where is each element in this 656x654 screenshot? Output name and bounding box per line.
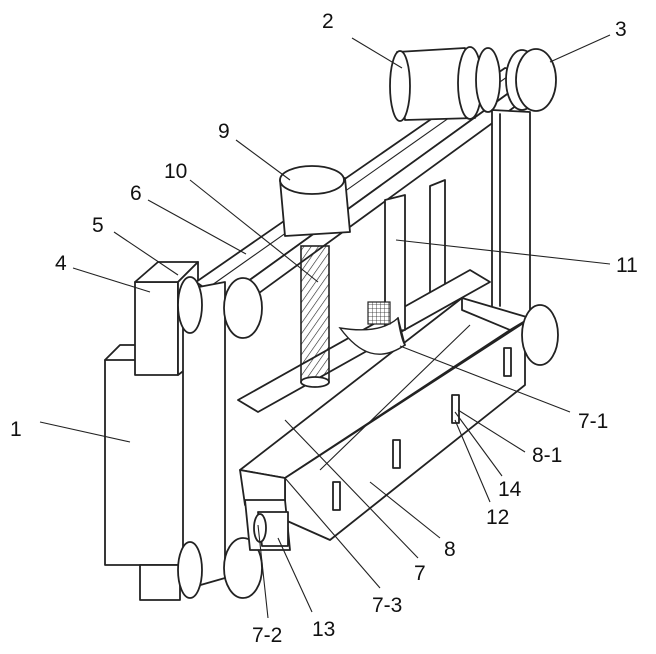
label-3: 3 <box>615 18 627 41</box>
label-5: 5 <box>92 214 104 237</box>
label-4: 4 <box>55 252 67 275</box>
label-7: 7 <box>414 562 426 585</box>
label-9: 9 <box>218 120 230 143</box>
label-11: 11 <box>616 254 638 277</box>
part-10-screw <box>301 246 329 387</box>
part-13-block <box>245 500 290 550</box>
label-2: 2 <box>322 10 334 33</box>
label-10: 10 <box>164 160 187 183</box>
part-9-cylinder <box>280 166 350 236</box>
part-3-wheel <box>506 49 556 111</box>
label-1: 1 <box>10 418 22 441</box>
right-lower-wheel <box>522 305 558 365</box>
label-7-2: 7-2 <box>252 624 282 647</box>
label-8-1: 8-1 <box>532 444 562 467</box>
label-7-1: 7-1 <box>578 410 608 433</box>
label-8: 8 <box>444 538 456 561</box>
label-7-3: 7-3 <box>372 594 402 617</box>
part-2-motor <box>390 47 500 121</box>
label-12: 12 <box>486 506 509 529</box>
label-6: 6 <box>130 182 142 205</box>
label-14: 14 <box>498 478 522 501</box>
label-13: 13 <box>312 618 335 641</box>
